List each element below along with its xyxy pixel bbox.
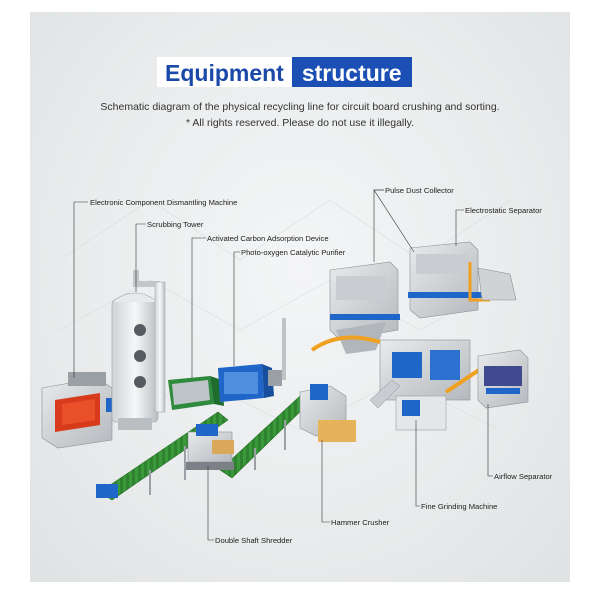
label-photo-oxygen: Photo-oxygen Catalytic Purifier — [241, 248, 346, 257]
copyright-notice: * All rights reserved. Please do not use… — [185, 117, 414, 129]
hammer-crusher — [299, 384, 356, 442]
dismantling-machine — [41, 372, 116, 449]
page-title: Equipment structure — [157, 57, 412, 87]
double-shaft-shredder — [186, 424, 234, 470]
label-pulse-dust-collector: Pulse Dust Collector — [385, 186, 454, 195]
label-hammer-crusher: Hammer Crusher — [331, 518, 390, 527]
label-airflow-separator: Airflow Separator — [494, 472, 553, 481]
label-scrubbing-tower: Scrubbing Tower — [147, 220, 204, 229]
label-double-shaft-shredder: Double Shaft Shredder — [215, 536, 293, 545]
airflow-separator — [477, 349, 529, 409]
label-fine-grinding: Fine Grinding Machine — [421, 502, 498, 511]
title-part-1: Equipment — [157, 57, 292, 87]
carbon-adsorption-device — [168, 376, 224, 410]
diagram-subtitle: Schematic diagram of the physical recycl… — [100, 101, 500, 113]
title-part-2: structure — [291, 57, 412, 87]
label-electrostatic-separator: Electrostatic Separator — [465, 206, 542, 215]
electrostatic-separator — [408, 241, 517, 319]
pulse-dust-collector — [329, 261, 400, 354]
photo-oxygen-purifier — [218, 318, 286, 402]
label-carbon-adsorption: Activated Carbon Adsorption Device — [207, 234, 329, 243]
leader-lines — [73, 189, 493, 541]
label-dismantling-machine: Electronic Component Dismantling Machine — [90, 198, 238, 207]
fine-grinding-machine — [310, 335, 502, 431]
scrubbing-tower — [111, 270, 166, 430]
